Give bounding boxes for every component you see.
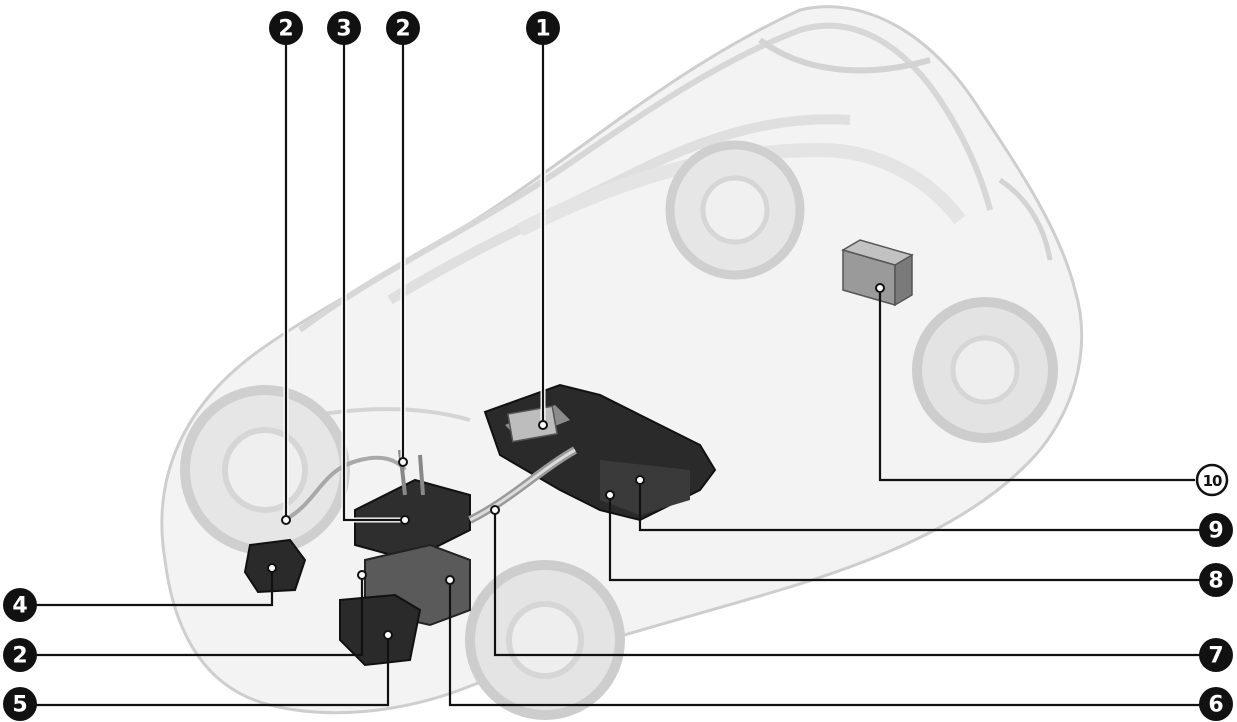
svg-text:9: 9 (1208, 519, 1223, 544)
leader-end-points (267, 283, 885, 640)
callout-2-top-left: 2 (269, 11, 303, 45)
auxiliary-battery-component (841, 239, 914, 307)
callout-4: 4 (3, 588, 37, 622)
coolant-hose-component (284, 455, 407, 522)
svg-text:5: 5 (12, 693, 27, 718)
callout-9: 9 (1199, 513, 1233, 547)
callout-7: 7 (1199, 638, 1233, 672)
svg-text:6: 6 (1208, 693, 1223, 718)
callout-3: 3 (327, 11, 361, 45)
svg-text:8: 8 (1208, 569, 1223, 594)
svg-text:1: 1 (535, 17, 550, 42)
reduction-gear-component (339, 593, 422, 667)
callout-10: 10 (1195, 463, 1229, 497)
callout-2-bottom-left: 2 (3, 638, 37, 672)
power-control-unit-component (354, 478, 471, 562)
svg-text:2: 2 (12, 644, 27, 669)
svg-text:2: 2 (278, 17, 293, 42)
callout-5: 5 (3, 687, 37, 721)
svg-text:7: 7 (1208, 644, 1223, 669)
svg-text:3: 3 (336, 17, 351, 42)
callout-2-top-right: 2 (386, 11, 420, 45)
callout-6: 6 (1199, 687, 1233, 721)
callout-8: 8 (1199, 563, 1233, 597)
callout-badges: 1 2 3 2 4 2 5 6 (3, 11, 1233, 721)
svg-text:10: 10 (1203, 472, 1222, 490)
svg-text:2: 2 (395, 17, 410, 42)
callout-1: 1 (526, 11, 560, 45)
svg-text:4: 4 (12, 594, 27, 619)
leader-lines (22, 28, 1215, 707)
